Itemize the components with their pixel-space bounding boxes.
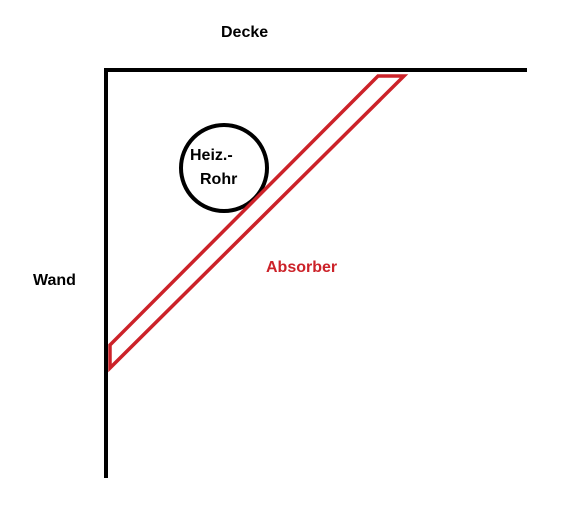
heating-pipe-circle (179, 123, 269, 213)
ceiling-label: Decke (221, 24, 269, 41)
absorber-label: Absorber (266, 259, 338, 276)
absorber-shape (108, 74, 409, 373)
heating-pipe-label-line1: Heiz.- (190, 147, 233, 164)
heating-pipe-label-line2: Rohr (200, 171, 238, 188)
heating-pipe-label: Heiz.- Rohr (190, 144, 270, 192)
wall-label: Wand (33, 272, 76, 289)
